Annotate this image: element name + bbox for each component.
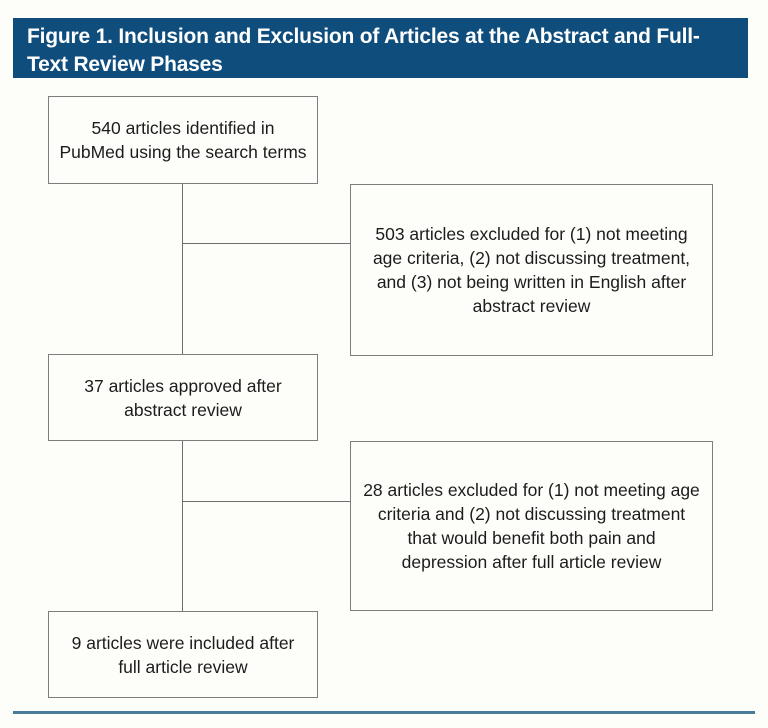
flow-node-excluded-fulltext: 28 articles excluded for (1) not meeting…	[350, 441, 713, 611]
flow-node-identified: 540 articles identified in PubMed using …	[48, 96, 318, 184]
connector-approved-to-included	[182, 441, 183, 612]
figure-title-banner: Figure 1. Inclusion and Exclusion of Art…	[13, 18, 748, 78]
footer-rule	[13, 711, 755, 714]
connector-branch-to-excluded-abstract	[182, 243, 351, 244]
flow-node-identified-label: 540 articles identified in PubMed using …	[59, 118, 307, 162]
flow-node-approved-label: 37 articles approved after abstract revi…	[84, 375, 282, 420]
connector-branch-to-excluded-fulltext	[182, 501, 351, 502]
flow-node-excluded-abstract-label: 503 articles excluded for (1) not meetin…	[372, 224, 691, 316]
flow-node-included-label: 9 articles were included after full arti…	[71, 632, 295, 677]
flow-node-approved: 37 articles approved after abstract revi…	[48, 354, 318, 441]
flow-node-excluded-fulltext-label: 28 articles excluded for (1) not meeting…	[363, 480, 700, 572]
connector-identified-to-approved	[182, 184, 183, 355]
flow-node-excluded-abstract: 503 articles excluded for (1) not meetin…	[350, 184, 713, 356]
flow-node-included: 9 articles were included after full arti…	[48, 611, 318, 698]
figure-title: Figure 1. Inclusion and Exclusion of Art…	[27, 25, 700, 76]
